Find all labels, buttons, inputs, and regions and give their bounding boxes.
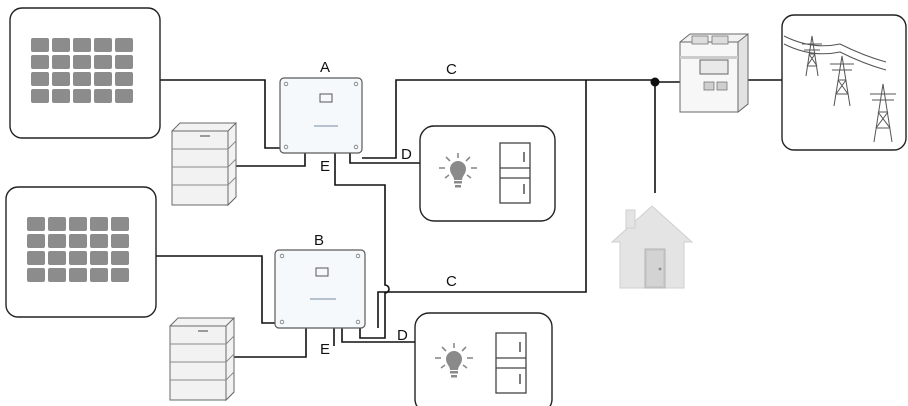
wire-e-link — [334, 153, 390, 339]
light-bulb-icon — [435, 343, 473, 378]
wiring — [156, 77, 782, 358]
load-box-top — [419, 125, 556, 222]
wire-c-bottom — [377, 80, 587, 328]
energy-meter-icon — [679, 32, 749, 114]
battery-stack-icon — [169, 316, 235, 402]
junction-dot — [650, 77, 660, 87]
wire-d-top — [349, 153, 420, 164]
grid-box — [781, 14, 907, 151]
wire-panel2-to-inverter-b — [156, 255, 276, 324]
label-c-bottom: C — [446, 273, 457, 290]
label-d-bottom: D — [397, 327, 408, 344]
label-c-top: C — [446, 61, 457, 78]
wire-d-bottom — [341, 328, 415, 343]
light-bulb-icon — [439, 153, 477, 188]
label-d-top: D — [401, 146, 412, 163]
inverter-a: A — [279, 59, 363, 154]
refrigerator-icon — [495, 332, 527, 394]
label-e-top: E — [320, 158, 330, 175]
power-pylon-icon — [783, 35, 896, 143]
house-icon — [610, 205, 694, 289]
wire-battery2-to-inverter-b — [234, 328, 307, 358]
wire-battery1-to-inverter-a — [236, 153, 306, 167]
inverter-b: B — [274, 232, 366, 329]
label-a: A — [320, 59, 330, 76]
label-b: B — [314, 232, 324, 249]
label-e-bottom: E — [320, 341, 330, 358]
refrigerator-icon — [499, 142, 531, 204]
wire-panel1-to-inverter-a — [160, 79, 280, 149]
solar-panel-box-1 — [9, 7, 161, 139]
solar-panel-icon — [31, 38, 133, 103]
inverter-icon — [274, 249, 366, 329]
load-box-bottom — [414, 312, 553, 406]
inverter-icon — [279, 77, 363, 154]
wire-c-top — [362, 79, 685, 159]
solar-panel-box-2 — [5, 186, 157, 318]
battery-stack-icon — [171, 121, 237, 207]
